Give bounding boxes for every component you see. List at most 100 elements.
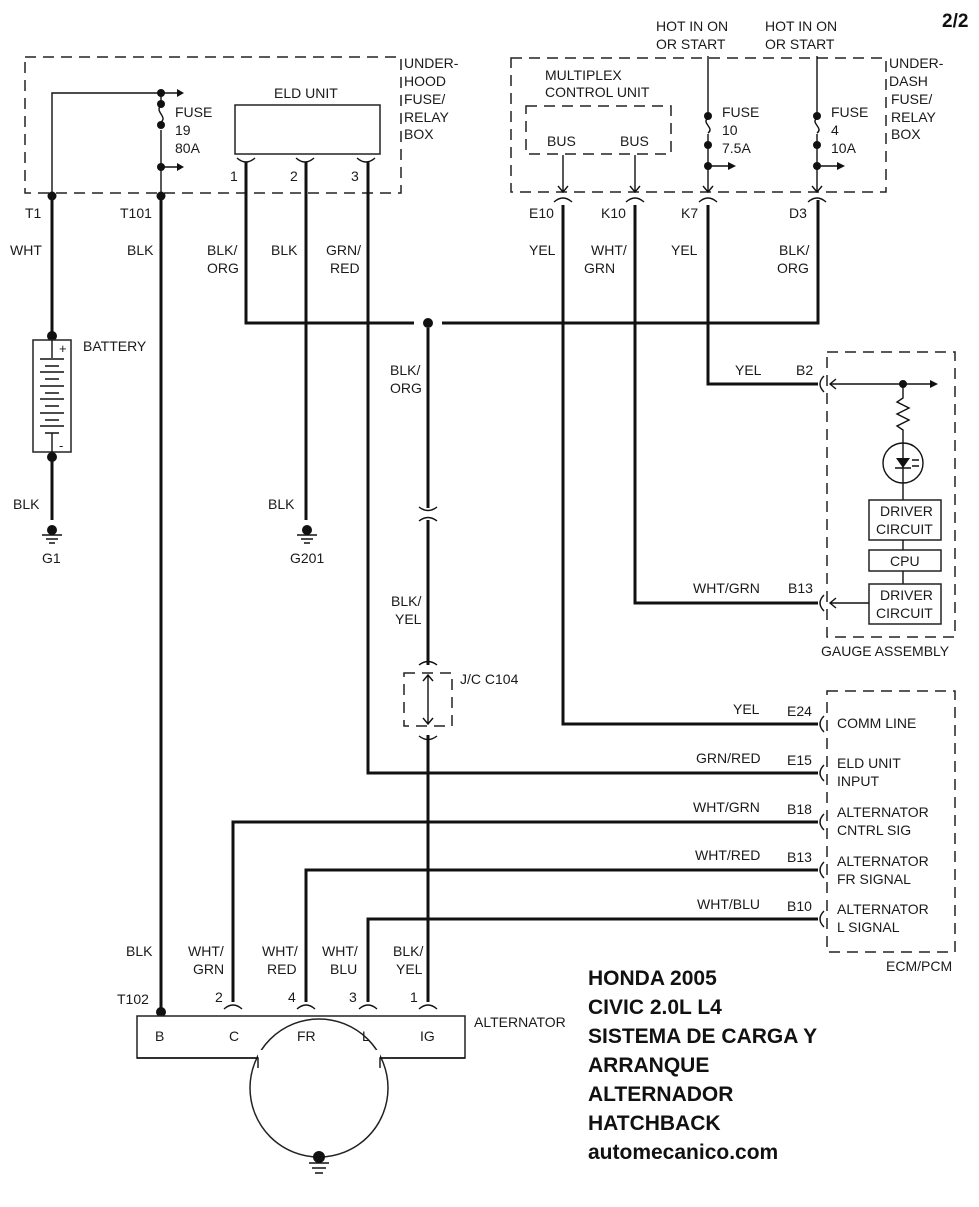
- alt-terminal-fr: FR: [297, 1028, 316, 1044]
- ecm-row-4-name-2: FR SIGNAL: [837, 871, 911, 887]
- eld-pin-3: 3: [351, 168, 359, 184]
- fuse-terminal-dot: [157, 121, 165, 129]
- gauge-assembly-outline: [826, 351, 956, 638]
- wire-blk-org-d3-label-1: BLK/: [779, 242, 809, 258]
- alt-pin-1: 1: [410, 989, 418, 1005]
- junction-c104-outline: [403, 672, 453, 727]
- title-line-2: CIVIC 2.0L L4: [588, 996, 722, 1019]
- fuse-4-number: 4: [831, 122, 839, 138]
- underdash-label-4: RELAY: [891, 109, 937, 125]
- splice-dot: [423, 318, 433, 328]
- multiplex-label-2: CONTROL UNIT: [545, 84, 650, 100]
- hot-in-on-1: HOT IN ON: [656, 18, 728, 34]
- alt-terminal-c: C: [229, 1028, 239, 1044]
- hot-in-on-2: HOT IN ON: [765, 18, 837, 34]
- ecm-pcm: ECM/PCM YEL E24 COMM LINE GRN/RED E15 EL…: [693, 690, 956, 974]
- wire-wht-grn-k10: [633, 205, 818, 605]
- ground-g1: G1: [42, 525, 62, 566]
- resistor-icon: [895, 384, 911, 443]
- driver-2-label-2: CIRCUIT: [876, 605, 933, 621]
- wire-blk-org-d3-label-2: ORG: [777, 260, 809, 276]
- wire-blk-org-1-label-2: ORG: [207, 260, 239, 276]
- wire-yel-k7-label: YEL: [671, 242, 698, 258]
- terminal-t102: T102: [117, 991, 149, 1007]
- fuse-terminal-dot: [813, 141, 821, 149]
- underdash-box-outline: [510, 57, 887, 193]
- alt-wire-label-c-2: GRN: [193, 961, 224, 977]
- battery-positive-dot: [47, 331, 57, 341]
- arrow-icon: [177, 163, 184, 171]
- wire-blk-org-bus: [244, 162, 820, 325]
- ecm-row-1-wire: YEL: [733, 701, 760, 717]
- wire-blk-org-mid-label-1: BLK/: [390, 362, 420, 378]
- ecm-row-4-pin: B13: [787, 849, 812, 865]
- junction-dot: [813, 162, 821, 170]
- wire-yel-k7: [706, 205, 818, 386]
- ecm-row-4-name-1: ALTERNATOR: [837, 853, 929, 869]
- terminal-d3: D3: [789, 205, 807, 221]
- alt-wire-label-blk: BLK: [126, 943, 153, 959]
- underhood-fuse-relay-box: UNDER- HOOD FUSE/ RELAY BOX FUSE 19 80A …: [24, 55, 459, 221]
- driver-circuit-2: [868, 583, 942, 625]
- battery: + - BATTERY BLK: [13, 331, 147, 520]
- ecm-row-5-wire: WHT/BLU: [697, 896, 760, 912]
- terminal-t1-dot: [47, 191, 57, 201]
- gauge-b13-connector: [819, 594, 869, 612]
- terminal-k10: K10: [601, 205, 626, 221]
- title-block: HONDA 2005 CIVIC 2.0L L4 SISTEMA DE CARG…: [588, 967, 817, 1164]
- ecm-pcm-label: ECM/PCM: [886, 958, 952, 974]
- alt-terminal-l: L: [362, 1028, 370, 1044]
- ground-icon: [42, 534, 62, 544]
- alternator-ground-icon: [309, 1162, 329, 1174]
- ground-icon: [297, 534, 317, 544]
- underdash-connector-icons: [553, 197, 827, 203]
- cpu-box: [868, 549, 942, 572]
- fuse-terminal-dot: [813, 112, 821, 120]
- ground-g1-label: G1: [42, 550, 61, 566]
- terminal-k7: K7: [681, 205, 698, 221]
- underhood-box-outline: [24, 56, 402, 194]
- wire-blk-org-mid-label-2: ORG: [390, 380, 422, 396]
- gauge-b13-wire: WHT/GRN: [693, 580, 760, 596]
- arrow-icon: [177, 89, 184, 97]
- ground-g201-label: G201: [290, 550, 324, 566]
- cpu-label: CPU: [890, 553, 920, 569]
- underhood-label-4: RELAY: [404, 109, 450, 125]
- fuse-19-label: FUSE: [175, 104, 212, 120]
- wire-blk-yel-mid-label-1: BLK/: [391, 593, 421, 609]
- fuse-19-icon: [158, 105, 164, 123]
- fuse-10-icon: [705, 117, 711, 134]
- alternator-label: ALTERNATOR: [474, 1014, 566, 1030]
- underdash-fuse-relay-box: HOT IN ON OR START HOT IN ON OR START UN…: [510, 18, 944, 221]
- underhood-label-5: BOX: [404, 126, 434, 142]
- battery-negative-dot: [47, 452, 57, 462]
- inline-connector-icon: [418, 506, 438, 522]
- alt-wire-label-l-1: WHT/: [322, 943, 358, 959]
- terminal-t102-dot: [156, 1007, 166, 1017]
- wire-wht-grn-k10-label-2: GRN: [584, 260, 615, 276]
- terminal-t101-label: T101: [120, 205, 152, 221]
- underdash-label-2: DASH: [889, 73, 928, 89]
- alt-wire-label-l-2: BLU: [330, 961, 357, 977]
- ecm-row-2-pin: E15: [787, 752, 812, 768]
- gauge-assembly-label: GAUGE ASSEMBLY: [821, 643, 950, 659]
- alt-wire-label-ig-2: YEL: [396, 961, 423, 977]
- fuse-10-rating: 7.5A: [722, 140, 751, 156]
- wire-grn-red: [366, 162, 818, 775]
- ecm-row-5-name-2: L SIGNAL: [837, 919, 900, 935]
- led-light-arrows: [912, 459, 919, 467]
- eld-pin-2: 2: [290, 168, 298, 184]
- multiplex-bus-2: BUS: [620, 133, 649, 149]
- alt-wire-label-c-1: WHT/: [188, 943, 224, 959]
- alternator-outline-lower: [137, 1057, 465, 1068]
- underhood-internal-wiring: [51, 92, 177, 193]
- or-start-2: OR START: [765, 36, 835, 52]
- ecm-pcm-outline: [826, 690, 956, 953]
- arrow-icon: [930, 380, 938, 388]
- alt-wire-label-fr-2: RED: [267, 961, 297, 977]
- underdash-label-5: BOX: [891, 126, 921, 142]
- underhood-label-3: FUSE/: [404, 91, 445, 107]
- wire-grn-red-label-2: RED: [330, 260, 360, 276]
- fuse-terminal-dot: [704, 141, 712, 149]
- alt-pin-4: 4: [288, 989, 296, 1005]
